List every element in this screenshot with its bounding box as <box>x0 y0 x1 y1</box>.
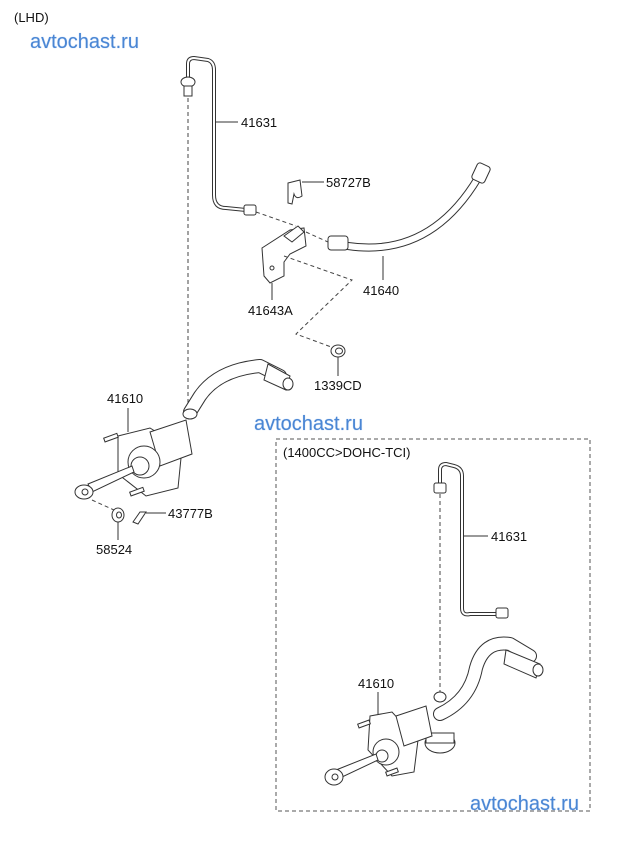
part-label-1339CD[interactable]: 1339CD <box>314 378 362 393</box>
assembly-line <box>255 211 297 227</box>
part-label-41610-alt[interactable]: 41610 <box>358 676 395 691</box>
part-label-43777B[interactable]: 43777B <box>168 506 213 521</box>
part-label-41610[interactable]: 41610 <box>107 391 144 406</box>
split-pin-43777B <box>132 511 147 525</box>
master-cylinder-41610 <box>74 359 294 500</box>
alt-assembly-box <box>275 438 591 812</box>
part-label-58524[interactable]: 58524 <box>96 542 133 557</box>
variant-label: (LHD) <box>14 10 49 25</box>
assembly-line <box>305 231 329 243</box>
part-label-41631-alt[interactable]: 41631 <box>491 529 528 544</box>
clip-58727B <box>287 179 303 205</box>
watermark: avtochast.ru <box>30 31 139 53</box>
part-label-41640[interactable]: 41640 <box>363 283 400 298</box>
clutch-hose-41640 <box>327 162 491 252</box>
clutch-tube-41631-alt <box>433 462 509 619</box>
alt-assembly-title: (1400CC>DOHC-TCI) <box>283 445 411 460</box>
part-label-41631[interactable]: 41631 <box>241 115 278 130</box>
watermark: avtochast.ru <box>254 413 363 435</box>
assembly-line <box>283 255 353 349</box>
part-label-41643A[interactable]: 41643A <box>248 303 293 318</box>
clutch-tube-41631 <box>180 56 257 216</box>
washer-58524 <box>111 507 125 523</box>
assembly-line <box>91 499 115 511</box>
master-cylinder-41610-alt <box>324 636 544 786</box>
part-label-58727B[interactable]: 58727B <box>326 175 371 190</box>
watermark: avtochast.ru <box>470 793 579 815</box>
nut-1339CD <box>330 344 346 358</box>
bracket-41643A <box>261 225 307 284</box>
